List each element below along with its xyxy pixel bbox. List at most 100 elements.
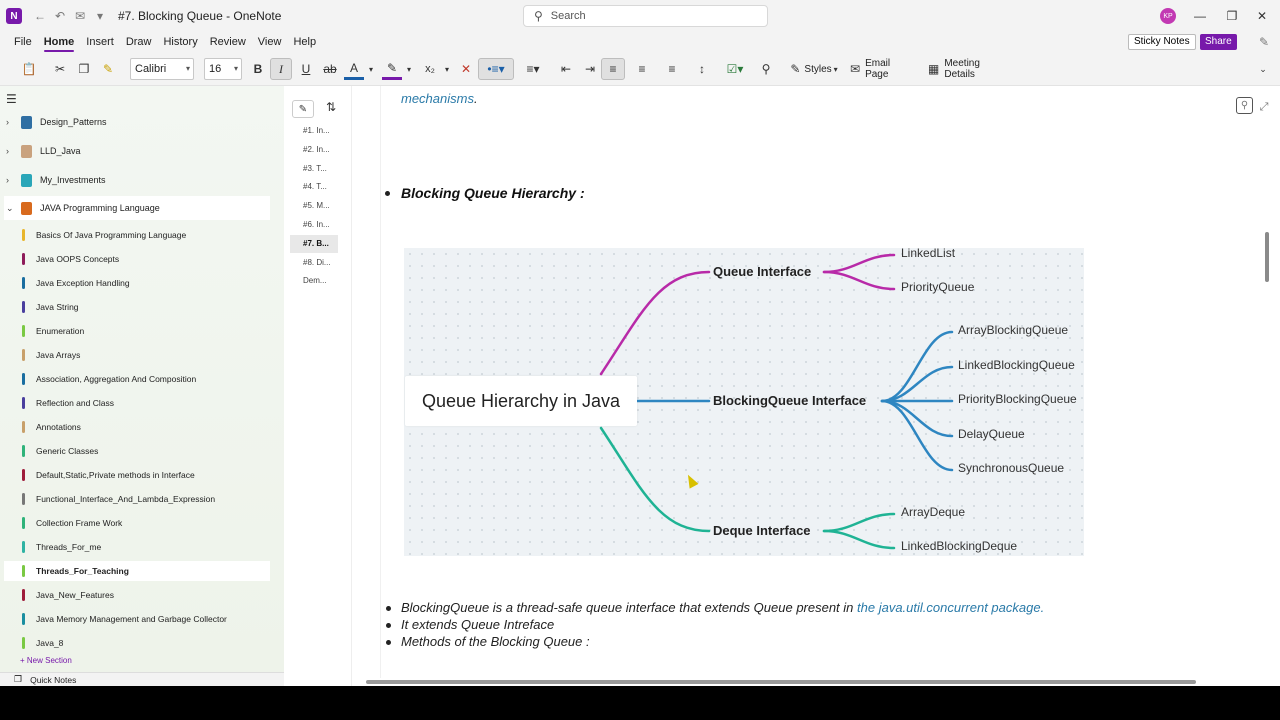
italic-button[interactable]: I: [270, 58, 292, 80]
chevron-right-icon[interactable]: ›: [6, 175, 9, 185]
section-item[interactable]: Java_New_Features: [4, 585, 270, 605]
menu-draw[interactable]: Draw: [125, 36, 152, 48]
find-tags-icon[interactable]: ⚲: [761, 62, 771, 76]
strikethrough-button[interactable]: ab: [323, 62, 337, 76]
numbering-button[interactable]: ≡▾: [526, 62, 540, 76]
previous-text-line[interactable]: mechanisms.: [401, 91, 478, 106]
menu-review[interactable]: Review: [209, 36, 246, 48]
page-item[interactable]: #7. B...: [290, 234, 338, 253]
chevron-down-icon[interactable]: ▾: [406, 64, 411, 74]
page-item[interactable]: #2. In...: [303, 144, 330, 154]
avatar[interactable]: KP: [1160, 8, 1176, 24]
undo-icon[interactable]: ↶: [54, 9, 66, 23]
chevron-right-icon[interactable]: ›: [6, 117, 9, 127]
bullet-text-1[interactable]: BlockingQueue is a thread-safe queue int…: [401, 600, 1044, 615]
menu-history[interactable]: History: [163, 36, 198, 48]
fullscreen-icon[interactable]: ⤢: [1259, 100, 1269, 113]
bullet-text-3[interactable]: Methods of the Blocking Queue :: [401, 634, 590, 649]
chevron-right-icon[interactable]: ›: [6, 146, 9, 156]
email-page-button[interactable]: ✉ Email Page: [850, 58, 916, 80]
feedback-icon[interactable]: ✎: [1258, 35, 1270, 49]
page-item[interactable]: #8. Di...: [303, 257, 331, 267]
menu-view[interactable]: View: [257, 36, 282, 48]
notebook-1[interactable]: ›LLD_Java: [4, 139, 270, 163]
section-item[interactable]: Functional_Interface_And_Lambda_Expressi…: [4, 489, 270, 509]
navigation-menu-icon[interactable]: ☰: [6, 92, 17, 106]
section-item[interactable]: Reflection and Class: [4, 393, 270, 413]
section-item[interactable]: Java Memory Management and Garbage Colle…: [4, 609, 270, 629]
quick-notes-button[interactable]: ❐ Quick Notes: [0, 672, 284, 686]
bullets-button[interactable]: •≡▾: [478, 58, 514, 80]
vertical-scrollbar[interactable]: [1263, 100, 1271, 678]
tag-checkbox-icon[interactable]: ☑▾: [726, 62, 744, 76]
back-icon[interactable]: ←: [34, 9, 46, 23]
page-item[interactable]: Dem...: [303, 276, 327, 286]
menu-help[interactable]: Help: [293, 36, 317, 48]
section-item[interactable]: Basics Of Java Programming Language: [4, 225, 270, 245]
align-right-button[interactable]: ≡: [668, 62, 676, 76]
line-spacing-icon[interactable]: ↕: [699, 62, 705, 76]
ribbon-collapse-chevron-icon[interactable]: ⌄: [1259, 63, 1267, 74]
add-page-icon[interactable]: ✎: [292, 100, 314, 118]
paste-icon[interactable]: 📋: [21, 62, 37, 76]
section-item[interactable]: Java OOPS Concepts: [4, 249, 270, 269]
minimize-button[interactable]: —: [1194, 9, 1206, 23]
section-item[interactable]: Enumeration: [4, 321, 270, 341]
section-item[interactable]: Association, Aggregation And Composition: [4, 369, 270, 389]
align-left-button[interactable]: ≡: [601, 58, 625, 80]
clear-formatting-icon[interactable]: ✕: [460, 62, 472, 76]
format-painter-icon[interactable]: ✎: [102, 62, 114, 76]
notebook-2[interactable]: ›My_Investments: [4, 168, 270, 192]
new-section-button[interactable]: + New Section: [20, 656, 72, 665]
customize-dropdown-icon[interactable]: ▾: [96, 9, 104, 23]
section-item[interactable]: Threads_For_Teaching: [4, 561, 270, 581]
share-button[interactable]: Share: [1200, 34, 1237, 50]
chevron-down-icon[interactable]: ⌄: [6, 202, 14, 213]
cut-icon[interactable]: ✂: [54, 62, 66, 76]
notebook-0[interactable]: ›Design_Patterns: [4, 110, 270, 134]
font-color-button[interactable]: A: [344, 58, 364, 80]
search-input[interactable]: ⚲ Search: [523, 5, 768, 27]
horizontal-scroll-thumb[interactable]: [366, 680, 1196, 684]
menu-file[interactable]: File: [14, 36, 32, 48]
zoom-search-icon[interactable]: ⚲: [1236, 97, 1253, 114]
vertical-scroll-thumb[interactable]: [1265, 232, 1269, 282]
increase-indent-icon[interactable]: ⇥: [584, 62, 596, 76]
meeting-details-button[interactable]: ▦ Meeting Details: [928, 58, 1012, 80]
section-item[interactable]: Java Exception Handling: [4, 273, 270, 293]
styles-button[interactable]: ✎ Styles ▾: [786, 58, 842, 80]
chevron-down-icon[interactable]: ▾: [444, 64, 449, 74]
section-heading[interactable]: Blocking Queue Hierarchy :: [401, 185, 585, 201]
page-item[interactable]: #4. T...: [303, 182, 327, 192]
section-item[interactable]: Generic Classes: [4, 441, 270, 461]
underline-button[interactable]: U: [301, 62, 311, 76]
section-item[interactable]: Collection Frame Work: [4, 513, 270, 533]
menu-home[interactable]: Home: [38, 32, 81, 52]
section-item[interactable]: Java Arrays: [4, 345, 270, 365]
bullet-1-link[interactable]: the java.util.concurrent package.: [857, 600, 1045, 615]
close-button[interactable]: ✕: [1256, 9, 1268, 23]
bold-button[interactable]: B: [253, 62, 263, 76]
chevron-down-icon[interactable]: ▾: [368, 64, 373, 74]
section-item[interactable]: Java_8: [4, 633, 270, 653]
page-item[interactable]: #5. M...: [303, 201, 330, 211]
inbox-icon[interactable]: ✉: [74, 9, 86, 23]
page-item[interactable]: #3. T...: [303, 163, 327, 173]
bullet-text-2[interactable]: It extends Queue Intreface: [401, 617, 555, 632]
page-item[interactable]: #1. In...: [303, 126, 330, 135]
horizontal-scrollbar[interactable]: [352, 678, 1264, 686]
highlight-button[interactable]: ✎: [382, 58, 402, 80]
font-size-select[interactable]: 16 ▾: [204, 58, 242, 80]
sort-pages-icon[interactable]: ⇅: [326, 100, 337, 114]
font-family-select[interactable]: Calibri ▾: [130, 58, 194, 80]
section-item[interactable]: Annotations: [4, 417, 270, 437]
page-item[interactable]: #6. In...: [303, 220, 330, 229]
decrease-indent-icon[interactable]: ⇤: [560, 62, 572, 76]
align-center-button[interactable]: ≡: [638, 62, 646, 76]
copy-icon[interactable]: ❐: [78, 62, 90, 76]
subscript-button[interactable]: x₂: [425, 63, 435, 75]
notebook-3[interactable]: ⌄JAVA Programming Language: [4, 196, 270, 220]
sticky-notes-button[interactable]: Sticky Notes: [1128, 34, 1196, 50]
maximize-button[interactable]: ❐: [1226, 9, 1238, 23]
